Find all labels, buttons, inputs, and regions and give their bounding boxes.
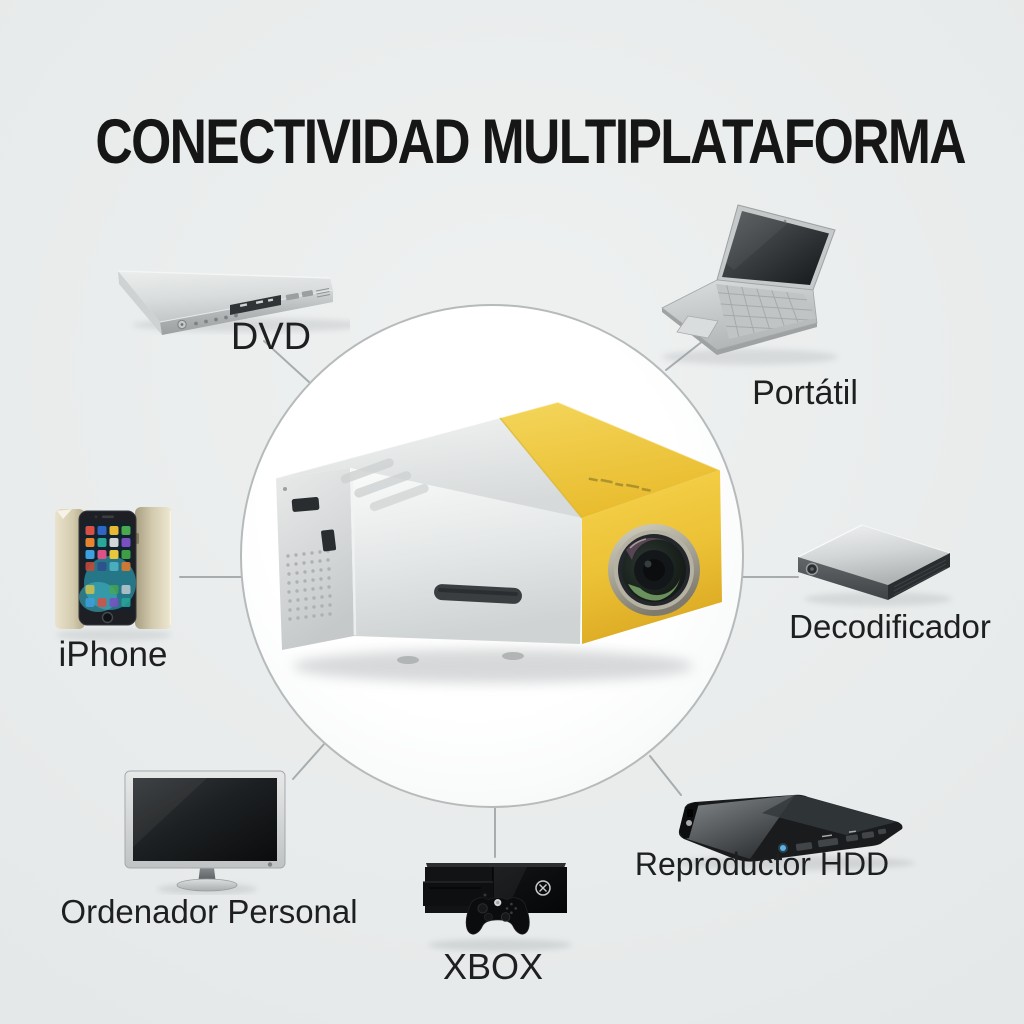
page-title: CONECTIVIDAD MULTIPLATAFORMA <box>95 107 966 178</box>
xbox-controller-icon <box>465 897 530 935</box>
decoder-box-icon <box>797 524 952 606</box>
iphone-back-right <box>135 507 172 629</box>
device-dvd <box>100 245 350 335</box>
mini-projector-icon <box>275 401 722 683</box>
projector-yellow-print <box>588 477 651 492</box>
device-label-reproductor-hdd: Reproductor HDD <box>634 846 890 882</box>
xbox-logo-icon <box>535 880 551 896</box>
connector-hdd <box>649 755 682 796</box>
device-portatil <box>650 190 860 375</box>
hdd-left-face <box>679 802 699 839</box>
device-label-decodificador: Decodificador <box>789 608 991 645</box>
device-label-xbox: XBOX <box>442 946 544 987</box>
dvd-player-icon <box>117 270 350 335</box>
projector-usb-port <box>321 529 337 552</box>
device-label-ordenador-personal: Ordenador Personal <box>60 893 358 930</box>
projector-hdmi-port <box>291 497 320 512</box>
iphone-home-button-icon <box>101 611 114 624</box>
device-xbox <box>415 850 585 955</box>
device-ordenador-personal <box>115 755 315 895</box>
iphone-app-grid <box>85 526 131 607</box>
device-label-dvd: DVD <box>230 316 312 358</box>
device-iphone <box>50 495 180 645</box>
hdd-ports <box>795 828 887 851</box>
device-label-iphone: iPhone <box>58 635 168 674</box>
xbox-console-icon <box>423 863 572 951</box>
hdd-player-icon <box>675 794 915 870</box>
projector-brand-emboss <box>340 458 429 512</box>
device-decodificador <box>790 515 965 610</box>
iphone-icon <box>55 507 172 641</box>
iphone-front <box>78 510 137 626</box>
connector-ordenador <box>292 742 326 780</box>
connector-dvd <box>263 340 310 383</box>
projector-image <box>258 388 728 703</box>
projector-lens-icon <box>608 524 700 616</box>
device-label-portatil: Portátil <box>752 374 858 412</box>
device-reproductor-hdd <box>650 775 940 875</box>
hdd-led-icon <box>780 845 786 851</box>
laptop-icon <box>661 204 838 365</box>
monitor-icon <box>124 770 286 895</box>
projector-vent-grid <box>286 549 332 621</box>
